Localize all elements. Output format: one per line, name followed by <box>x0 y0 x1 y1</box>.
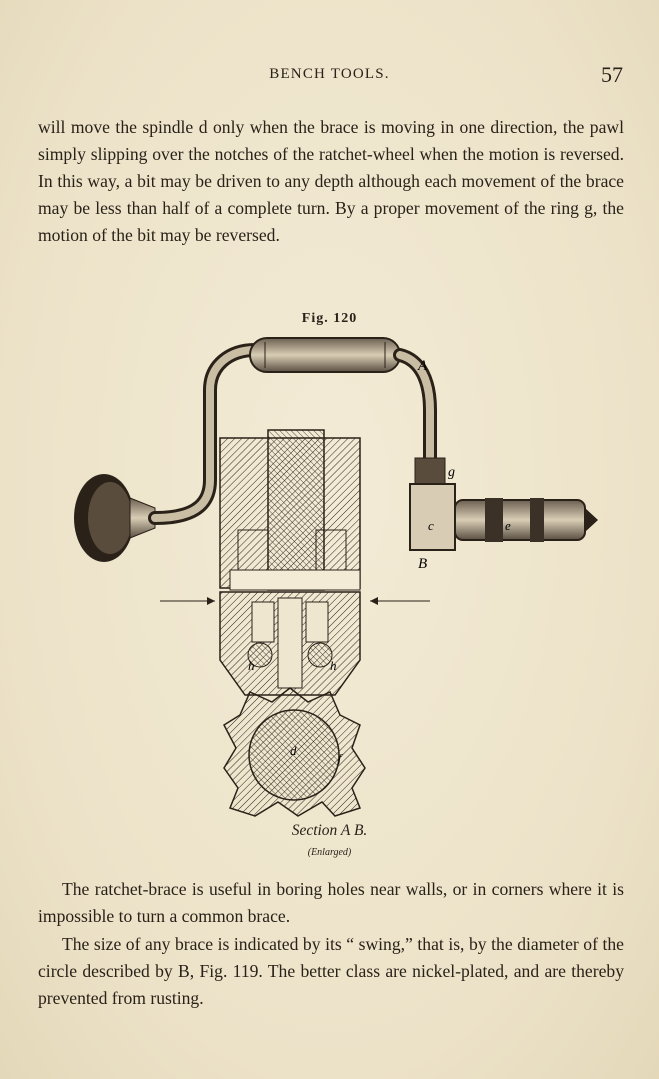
page-header: BENCH TOOLS. 57 <box>0 62 659 90</box>
label-b: B <box>418 556 427 572</box>
brace-handle <box>249 337 401 373</box>
figure-label: Fig. 120 <box>301 311 358 326</box>
label-e: e <box>505 518 511 533</box>
label-c: c <box>428 518 434 533</box>
paragraph-3: The size of any brace is indicated by it… <box>38 934 624 1008</box>
label-h-right: h <box>330 658 337 673</box>
label-f: f <box>338 751 343 765</box>
ratchet-brace-figure: A B g c e h h d f <box>74 337 598 817</box>
label-a: A <box>417 358 428 374</box>
label-g: g <box>448 465 455 480</box>
figure-caption: Section A B. <box>291 822 368 839</box>
section-view <box>160 429 430 817</box>
label-d: d <box>290 743 297 758</box>
running-title: BENCH TOOLS. <box>269 66 390 82</box>
ratchet-chuck <box>409 457 598 551</box>
paragraph-2: The ratchet-brace is useful in boring ho… <box>38 879 624 926</box>
figure-subcaption: (Enlarged) <box>307 847 352 858</box>
brace-head <box>74 474 156 562</box>
label-h-left: h <box>248 658 255 673</box>
page-number: 57 <box>601 62 623 87</box>
paragraph-1: will move the spindle d only when the br… <box>38 117 624 245</box>
